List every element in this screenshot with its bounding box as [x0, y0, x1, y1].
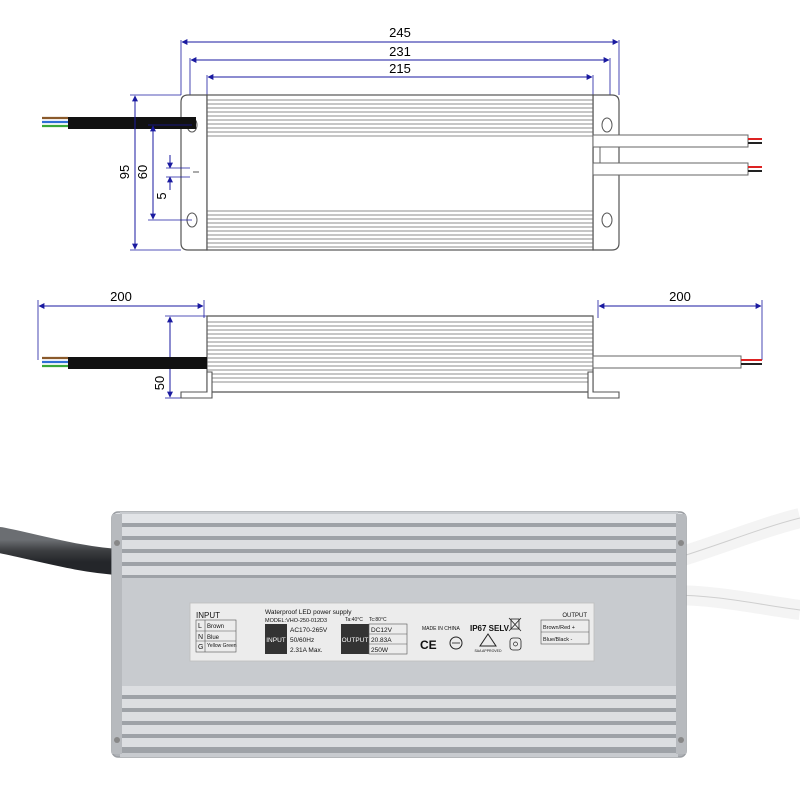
wiring-pin-l: L	[198, 623, 202, 630]
output-spec-current: 20.83A	[371, 637, 392, 644]
svg-text:50: 50	[152, 376, 167, 390]
ul-circle-icon	[449, 636, 463, 650]
svg-text:245: 245	[389, 25, 411, 40]
wiring-wire-l: Brown	[207, 624, 224, 630]
dim-output-cable-length: 200	[598, 289, 762, 309]
dim-hole-spacing: 60	[135, 125, 156, 220]
label-product-title: Waterproof LED power supply	[265, 609, 352, 616]
wiring-wire-n: Blue	[207, 635, 220, 641]
dim-input-cable-length: 200	[38, 289, 204, 309]
svg-text:215: 215	[389, 61, 411, 76]
label-rating: IP67 SELV	[470, 624, 510, 633]
label-output-tag: OUTPUT	[342, 637, 369, 644]
output-wire-positive: Brown/Red +	[543, 625, 575, 631]
dim-height: 95	[117, 95, 138, 250]
dim-mounting-length: 231	[190, 44, 610, 63]
output-wire-negative: Blue/Black -	[543, 637, 573, 643]
wiring-pin-n: N	[198, 634, 203, 641]
dim-overall-length: 245	[181, 25, 619, 45]
svg-text:5: 5	[154, 192, 169, 199]
label-ta: Ta:40°C	[345, 617, 363, 623]
wiring-pin-g: G	[198, 644, 203, 651]
dim-slot-width: 5	[154, 155, 190, 200]
output-spec-power: 250W	[371, 647, 389, 654]
spec-label: INPUT L Brown N Blue G Yellow Green Wate…	[189, 602, 595, 662]
icon-caption: SAA APPROVED	[474, 649, 502, 653]
label-tc: Tc:80°C	[369, 617, 387, 623]
weee-bin-icon	[508, 617, 522, 632]
label-made-in: MADE IN CHINA	[422, 626, 460, 632]
side-view-drawing: 200 200 50	[37, 289, 763, 399]
dim-body-length: 215	[207, 61, 593, 80]
ip-rating-icon	[509, 637, 522, 651]
output-spec-voltage: DC12V	[371, 627, 393, 634]
ce-mark: CE	[420, 638, 437, 652]
input-spec-current: 2.31A Max.	[290, 647, 323, 654]
svg-text:231: 231	[389, 44, 411, 59]
saa-triangle-icon: SAA APPROVED	[474, 633, 502, 653]
wiring-wire-g: Yellow Green	[207, 643, 237, 649]
top-view-drawing: 245 231 215	[42, 25, 762, 251]
label-input-tag: INPUT	[266, 637, 286, 644]
label-output-title: OUTPUT	[562, 613, 587, 619]
label-input-title: INPUT	[196, 611, 220, 620]
input-tag-bg	[265, 624, 287, 654]
input-spec-voltage: AC170-265V	[290, 627, 328, 634]
svg-text:200: 200	[669, 289, 691, 304]
output-tag-bg	[341, 624, 369, 654]
svg-text:200: 200	[110, 289, 132, 304]
svg-text:60: 60	[135, 165, 150, 179]
input-spec-frequency: 50/60Hz	[290, 637, 314, 644]
svg-text:95: 95	[117, 165, 132, 179]
label-model: MODEL:VHO-250-012D3	[265, 618, 327, 624]
